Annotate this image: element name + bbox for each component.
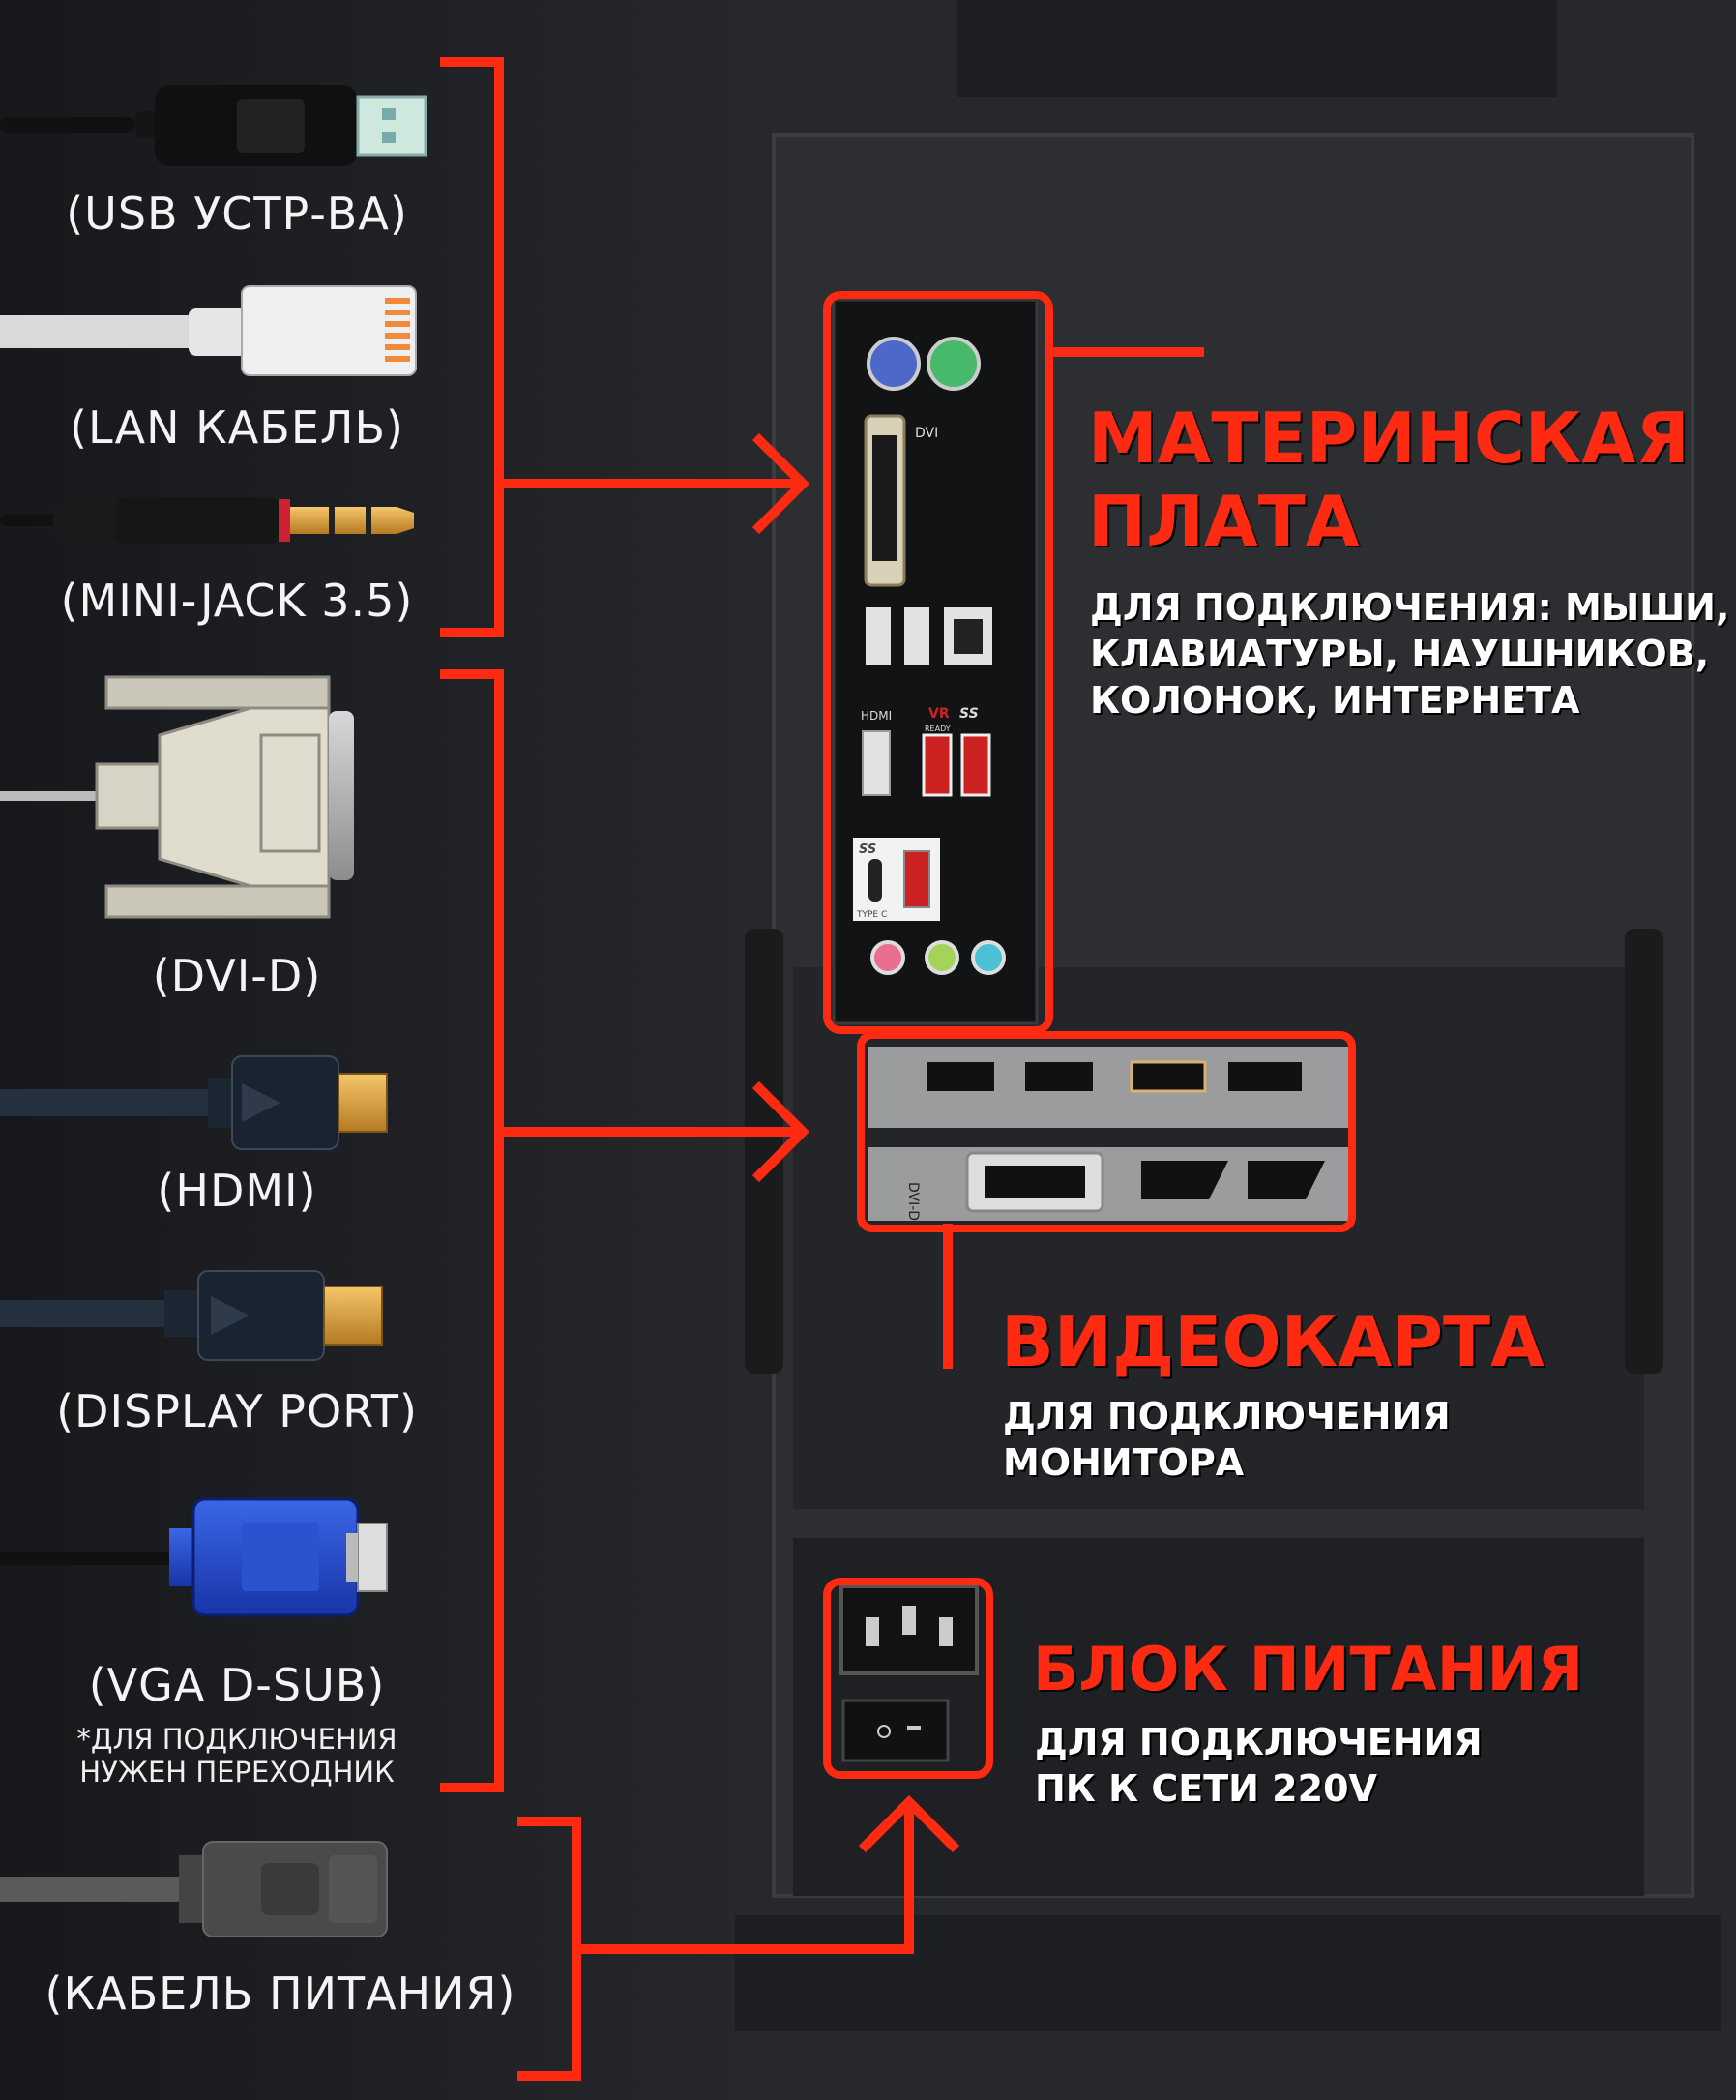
power-connector-icon <box>0 1841 388 1937</box>
arrow-motherboard-head <box>751 432 810 535</box>
cable-note-line2: НУЖЕН ПЕРЕХОДНИК <box>79 1756 395 1789</box>
gpu-title: ВИДЕОКАРТА <box>1001 1301 1545 1382</box>
group-bracket-motherboard <box>440 57 504 637</box>
motherboard-desc-line2: КЛАВИАТУРЫ, НАУШНИКОВ, <box>1090 633 1710 675</box>
usb3-port <box>922 733 953 797</box>
io-label-ss: SS <box>859 843 876 857</box>
cable-label-lan: (LAN КАБЕЛЬ) <box>70 401 404 454</box>
minijack-connector-icon <box>0 497 414 544</box>
dvi-connector-icon <box>0 675 354 919</box>
arrow-psu-head <box>858 1794 960 1853</box>
gpu-bracket: DVI-D <box>868 1047 1352 1221</box>
psu-highlight-frame <box>823 1578 993 1779</box>
io-label-typec: TYPE C <box>856 910 887 920</box>
vga-connector-icon <box>0 1497 388 1617</box>
cable-label-power: (КАБЕЛЬ ПИТАНИЯ) <box>44 1967 516 2020</box>
psu-power-switch <box>841 1699 950 1762</box>
hdmi-connector-icon <box>0 1055 388 1150</box>
io-label-dvi: DVI <box>915 426 938 441</box>
gpu-displayport <box>1025 1062 1093 1091</box>
usb3-port <box>903 850 930 908</box>
line-in-jack <box>971 940 1006 975</box>
arrow-psu-line <box>572 1809 914 1954</box>
arrow-gpu-head <box>751 1080 810 1183</box>
io-label-hdmi: HDMI <box>861 709 892 723</box>
psu-desc-line1: ДЛЯ ПОДКЛЮЧЕНИЯ <box>1035 1721 1483 1763</box>
motherboard-highlight-frame <box>823 291 1053 1034</box>
motherboard-io-panel: DVI HDMI VR READY SS SS TYPE C <box>832 298 1039 1025</box>
io-label-vr: VR <box>928 706 950 722</box>
gpu-desc-line2: МОНИТОРА <box>1003 1441 1245 1484</box>
psu-panel <box>839 1584 979 1762</box>
motherboard-desc-line3: КОЛОНОК, ИНТЕРНЕТА <box>1090 679 1580 722</box>
motherboard-desc-line1: ДЛЯ ПОДКЛЮЧЕНИЯ: МЫШИ, <box>1090 586 1730 629</box>
cable-note-line1: *ДЛЯ ПОДКЛЮЧЕНИЯ <box>76 1723 397 1756</box>
ps2-keyboard-port <box>867 337 921 391</box>
ps2-mouse-port <box>927 337 981 391</box>
gpu-hdmi <box>1130 1060 1207 1093</box>
cable-label-hdmi: (HDMI) <box>157 1165 317 1217</box>
motherboard-title-line2: ПЛАТА <box>1088 481 1360 562</box>
usb3-port <box>960 733 991 797</box>
usb-port <box>904 607 929 665</box>
motherboard-title-line1: МАТЕРИНСКАЯ <box>1088 398 1690 479</box>
hdmi-port <box>862 730 891 796</box>
cable-label-displayport: (DISPLAY PORT) <box>56 1385 418 1437</box>
gpu-label-dvid: DVI-D <box>905 1182 921 1221</box>
usb-connector-icon <box>0 85 427 166</box>
cable-label-vga: (VGA D-SUB) <box>88 1659 386 1711</box>
displayport-connector-icon <box>0 1270 383 1361</box>
cable-label-dvi: (DVI-D) <box>152 950 322 1002</box>
typec-port <box>868 859 882 902</box>
gpu-displayport <box>1228 1062 1302 1091</box>
lan-connector-icon <box>0 285 417 376</box>
psu-desc-line2: ПК К СЕТИ 220V <box>1035 1767 1377 1810</box>
gpu-highlight-frame <box>857 1031 1356 1232</box>
io-label-ss: SS <box>959 706 979 722</box>
gpu-desc-line1: ДЛЯ ПОДКЛЮЧЕНИЯ <box>1003 1395 1451 1437</box>
group-bracket-gpu <box>440 669 504 1792</box>
gpu-displayport <box>927 1062 994 1091</box>
usb-port <box>866 607 891 665</box>
io-label-ready: READY <box>925 725 951 733</box>
psu-title: БЛОК ПИТАНИЯ <box>1033 1634 1584 1704</box>
mic-jack <box>870 940 905 975</box>
cable-label-minijack: (MINI-JACK 3.5) <box>60 575 414 627</box>
line-out-jack <box>925 940 959 975</box>
cable-label-usb: (USB УСТР-ВА) <box>66 188 408 240</box>
